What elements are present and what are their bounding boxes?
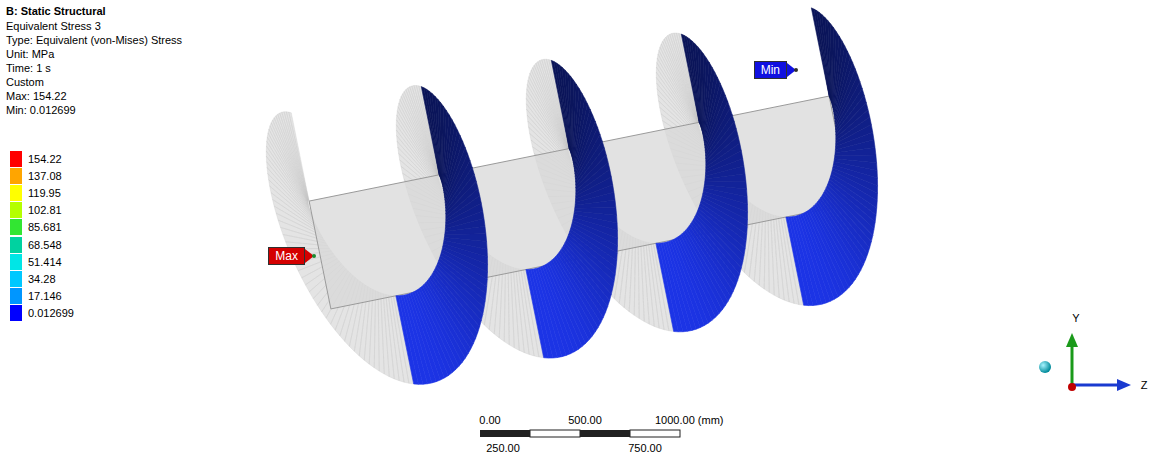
result-time: Time: 1 s bbox=[6, 61, 51, 75]
legend-value: 119.95 bbox=[28, 186, 61, 200]
result-name: Equivalent Stress 3 bbox=[6, 19, 101, 33]
legend-swatch bbox=[10, 271, 22, 287]
legend-swatch bbox=[10, 237, 22, 253]
legend-value: 102.81 bbox=[28, 203, 62, 217]
min-value: Min: 0.012699 bbox=[6, 103, 76, 117]
flight-front bbox=[681, 34, 699, 123]
max-value: Max: 154.22 bbox=[6, 89, 67, 103]
analysis-title: B: Static Structural bbox=[6, 4, 106, 18]
max-probe: Max bbox=[268, 247, 305, 265]
legend-value: 85.681 bbox=[28, 220, 62, 234]
scale-label: 250.00 bbox=[486, 441, 520, 455]
flight-front bbox=[704, 181, 746, 189]
scale-label: 750.00 bbox=[628, 441, 662, 455]
result-unit: Unit: MPa bbox=[6, 47, 54, 61]
legend-swatch bbox=[10, 254, 22, 270]
legend-value: 68.548 bbox=[28, 238, 62, 252]
flight-front bbox=[551, 60, 569, 149]
min-point bbox=[794, 68, 798, 72]
legend-swatch bbox=[10, 219, 22, 235]
legend-swatch bbox=[10, 202, 22, 218]
legend-value: 154.22 bbox=[28, 152, 62, 166]
legend-swatch bbox=[10, 151, 22, 167]
legend-value: 34.28 bbox=[28, 272, 56, 286]
legend-value: 51.414 bbox=[28, 255, 62, 269]
legend-swatch bbox=[10, 288, 22, 304]
axis-triad bbox=[1039, 333, 1131, 391]
legend-value: 137.08 bbox=[28, 169, 62, 183]
legend-swatch bbox=[10, 168, 22, 184]
legend-value: 0.012699 bbox=[28, 306, 74, 320]
scale-label: 0.00 bbox=[479, 413, 500, 427]
flight-front bbox=[444, 234, 486, 242]
legend-swatch bbox=[10, 305, 22, 321]
legend-mode: Custom bbox=[6, 75, 44, 89]
max-point bbox=[312, 254, 316, 258]
probe-label: Max bbox=[275, 249, 298, 263]
axis-label: Z bbox=[1141, 378, 1148, 392]
flight-front bbox=[421, 87, 439, 176]
axis-label: Y bbox=[1072, 311, 1079, 325]
scale-label: 500.00 bbox=[568, 413, 602, 427]
result-type: Type: Equivalent (von-Mises) Stress bbox=[6, 33, 182, 47]
flight-front bbox=[834, 155, 876, 163]
scale-bar bbox=[480, 430, 680, 437]
scale-label: 1000.00 (mm) bbox=[655, 413, 723, 427]
legend-swatch bbox=[10, 185, 22, 201]
flight-front bbox=[811, 8, 829, 97]
min-probe: Min bbox=[754, 61, 787, 79]
probe-label: Min bbox=[761, 63, 780, 77]
flight-front bbox=[574, 208, 616, 216]
legend-value: 17.146 bbox=[28, 289, 62, 303]
